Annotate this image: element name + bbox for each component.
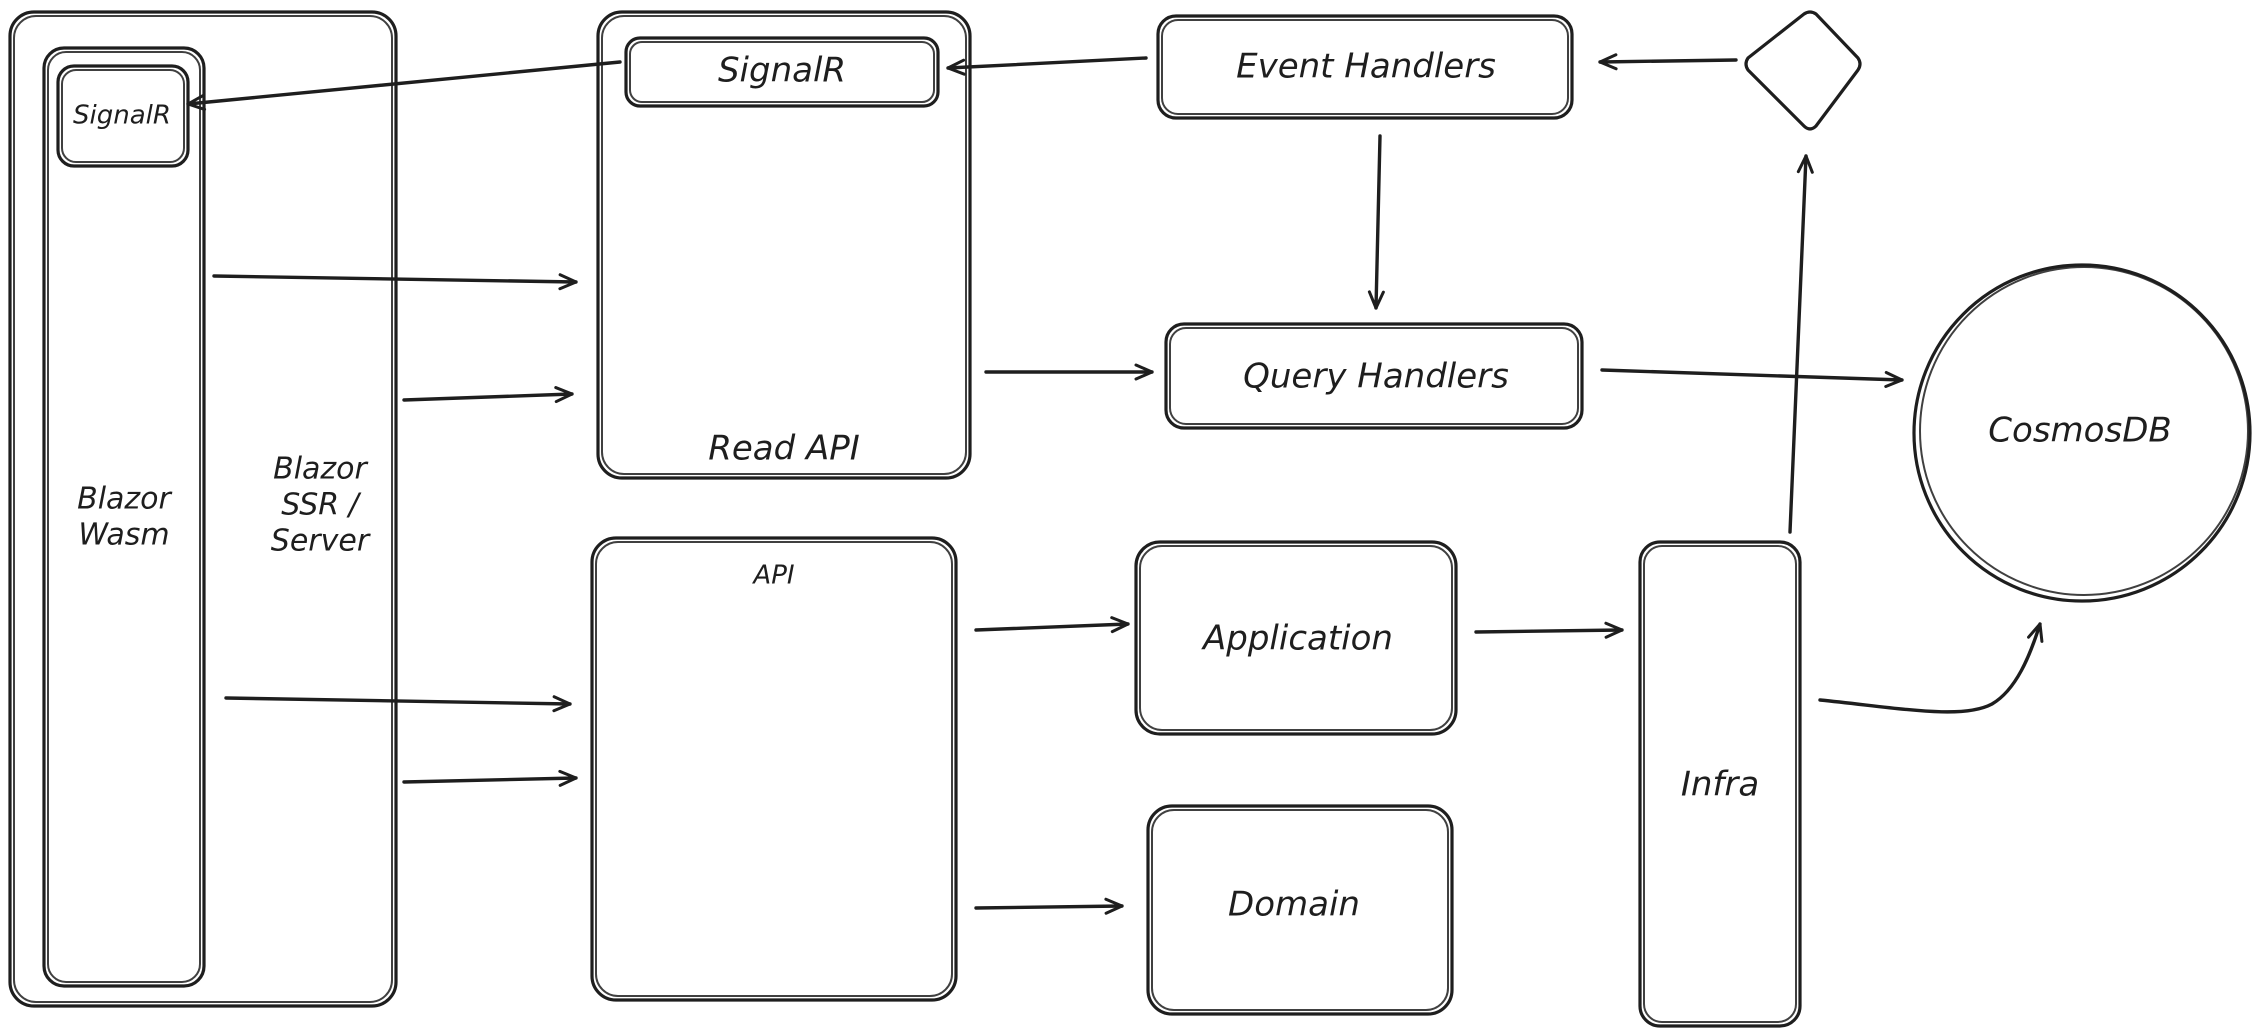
cosmosdb-node: CosmosDB [1912, 263, 2252, 603]
edge-read-signalr-to-wasm-signalr [186, 60, 622, 111]
edge-wasm-to-api [224, 695, 572, 713]
edge-infra-to-decision [1788, 154, 1814, 534]
blazor-wasm-node: Blazor Wasm [42, 46, 206, 988]
edge-ssr-to-read-api [402, 386, 574, 404]
read-signalr-label: SignalR [718, 51, 846, 91]
blazor-ssr-label-line-2: SSR / [281, 488, 361, 523]
event-handlers-label: Event Handlers [1236, 47, 1496, 87]
edge-application-to-infra [1474, 621, 1624, 639]
blazor-ssr-label-line-3: Server [271, 524, 371, 559]
edge-decision-to-event-handlers [1598, 53, 1738, 71]
edge-event-handlers-to-read-signalr [946, 56, 1148, 76]
domain-label: Domain [1228, 885, 1360, 925]
read-signalr-node: SignalR [624, 36, 940, 108]
query-handlers-label: Query Handlers [1243, 357, 1509, 397]
blazor-wasm-label-line-1: Blazor [77, 482, 172, 517]
read-api-node: Read API [596, 10, 972, 480]
edge-ssr-to-api [402, 769, 578, 787]
edge-api-to-application [974, 616, 1130, 634]
wasm-signalr-node: SignalR [56, 64, 190, 168]
application-label: Application [1201, 619, 1393, 659]
event-decision-node [1744, 10, 1862, 131]
blazor-wasm-label-line-2: Wasm [78, 518, 169, 553]
infra-label: Infra [1681, 765, 1759, 805]
api-node: API [590, 536, 958, 1002]
query-handlers-node: Query Handlers [1164, 322, 1584, 430]
api-label: API [751, 561, 794, 591]
domain-node: Domain [1146, 804, 1454, 1016]
blazor-ssr-label-line-1: Blazor [273, 452, 368, 487]
cosmosdb-label: CosmosDB [1988, 411, 2171, 451]
infra-node: Infra [1638, 540, 1802, 1028]
read-api-label: Read API [708, 429, 860, 469]
wasm-signalr-label: SignalR [73, 101, 171, 131]
application-node: Application [1134, 540, 1458, 736]
edge-query-handlers-to-cosmosdb [1600, 368, 1904, 388]
edges [186, 53, 2044, 915]
edge-event-handlers-to-query-handlers [1367, 134, 1385, 310]
edge-wasm-to-read-api [212, 273, 578, 291]
edge-api-to-domain [974, 897, 1124, 915]
blazor-ssr-node: Blazor SSR / Server [8, 10, 398, 1008]
edge-infra-to-cosmosdb [1818, 622, 2044, 714]
event-handlers-node: Event Handlers [1156, 14, 1574, 120]
